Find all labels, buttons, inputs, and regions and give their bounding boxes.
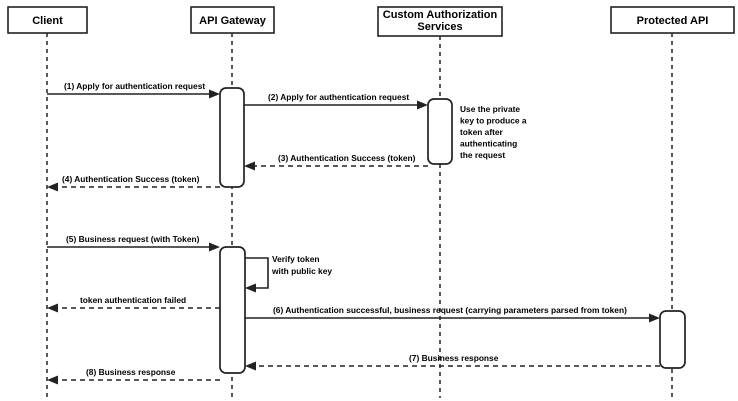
message-6-arrowhead [649,313,660,323]
message-self-verify-token[interactable]: Verify token with public key [245,254,332,293]
message-2-label: (2) Apply for authentication request [268,92,409,102]
participant-box-client [7,6,88,34]
participant-box-protected-api [610,6,735,34]
note-private-key-line-2: key to produce a [460,116,527,126]
participant-label-client: Client [32,15,63,27]
message-1-label: (1) Apply for authentication request [64,81,205,91]
activation-custom-authorization-services [427,98,453,165]
message-3-authentication-success-token[interactable]: (3) Authentication Success (token) [244,153,428,171]
message-3-arrowhead [244,161,255,171]
message-5-business-request-with-token[interactable]: (5) Business request (with Token) [47,234,220,252]
message-4-arrowhead [47,182,58,192]
message-2-apply-for-authentication-request[interactable]: (2) Apply for authentication request [244,92,428,110]
message-token-authentication-failed-arrowhead [47,303,58,313]
note-private-key-line-1: Use the private [460,104,520,114]
message-1-apply-for-authentication-request[interactable]: (1) Apply for authentication request [47,81,220,99]
message-6-label: (6) Authentication successful, business … [273,305,627,315]
message-6-authentication-successful-business-request[interactable]: (6) Authentication successful, business … [245,305,660,323]
message-7-arrowhead [245,361,256,371]
participant-label-protected-api: Protected API [637,15,709,27]
message-8-business-response[interactable]: (8) Business response [47,367,220,385]
message-4-label: (4) Authentication Success (token) [62,174,200,184]
message-5-label: (5) Business request (with Token) [66,234,200,244]
message-self-verify-token-label-line2: with public key [271,266,332,276]
participant-client[interactable]: Client [7,6,88,34]
note-private-key-line-5: the request [460,150,505,160]
message-self-verify-token-path [245,257,269,289]
message-4-authentication-success-token[interactable]: (4) Authentication Success (token) [47,174,220,192]
message-token-authentication-failed-label: token authentication failed [80,295,186,305]
message-8-label: (8) Business response [86,367,176,377]
message-self-verify-token-label-line1: Verify token [272,254,319,264]
participant-label-custom-authorization-services-line1: Custom Authorization [383,9,498,21]
message-5-arrowhead [209,242,220,252]
message-3-label: (3) Authentication Success (token) [278,153,416,163]
activations-layer [219,87,686,374]
participant-protected-api[interactable]: Protected API [610,6,735,34]
participant-api-gateway[interactable]: API Gateway [190,6,275,34]
participant-box-custom-authorization-services [377,6,503,37]
participant-label-custom-authorization-services-line2: Services [417,21,462,33]
message-8-arrowhead [47,375,58,385]
note-private-key-line-3: token after [460,127,504,137]
participant-box-api-gateway [190,6,275,34]
message-2-arrowhead [417,100,428,110]
message-token-authentication-failed[interactable]: token authentication failed [47,295,220,313]
activation-api-gateway-auth [219,87,245,188]
activation-api-gateway-business [219,246,246,374]
message-self-verify-token-arrowhead [245,283,256,293]
message-7-business-response[interactable]: (7) Business response [245,353,660,371]
note-private-key-line-4: authenticating [460,139,517,149]
participant-label-api-gateway: API Gateway [199,15,267,27]
message-7-label: (7) Business response [409,353,499,363]
participant-custom-authorization-services[interactable]: Custom Authorization Services [377,6,503,37]
note-private-key: Use the private key to produce a token a… [460,104,527,160]
activation-protected-api [659,310,686,369]
message-1-arrowhead [209,89,220,99]
